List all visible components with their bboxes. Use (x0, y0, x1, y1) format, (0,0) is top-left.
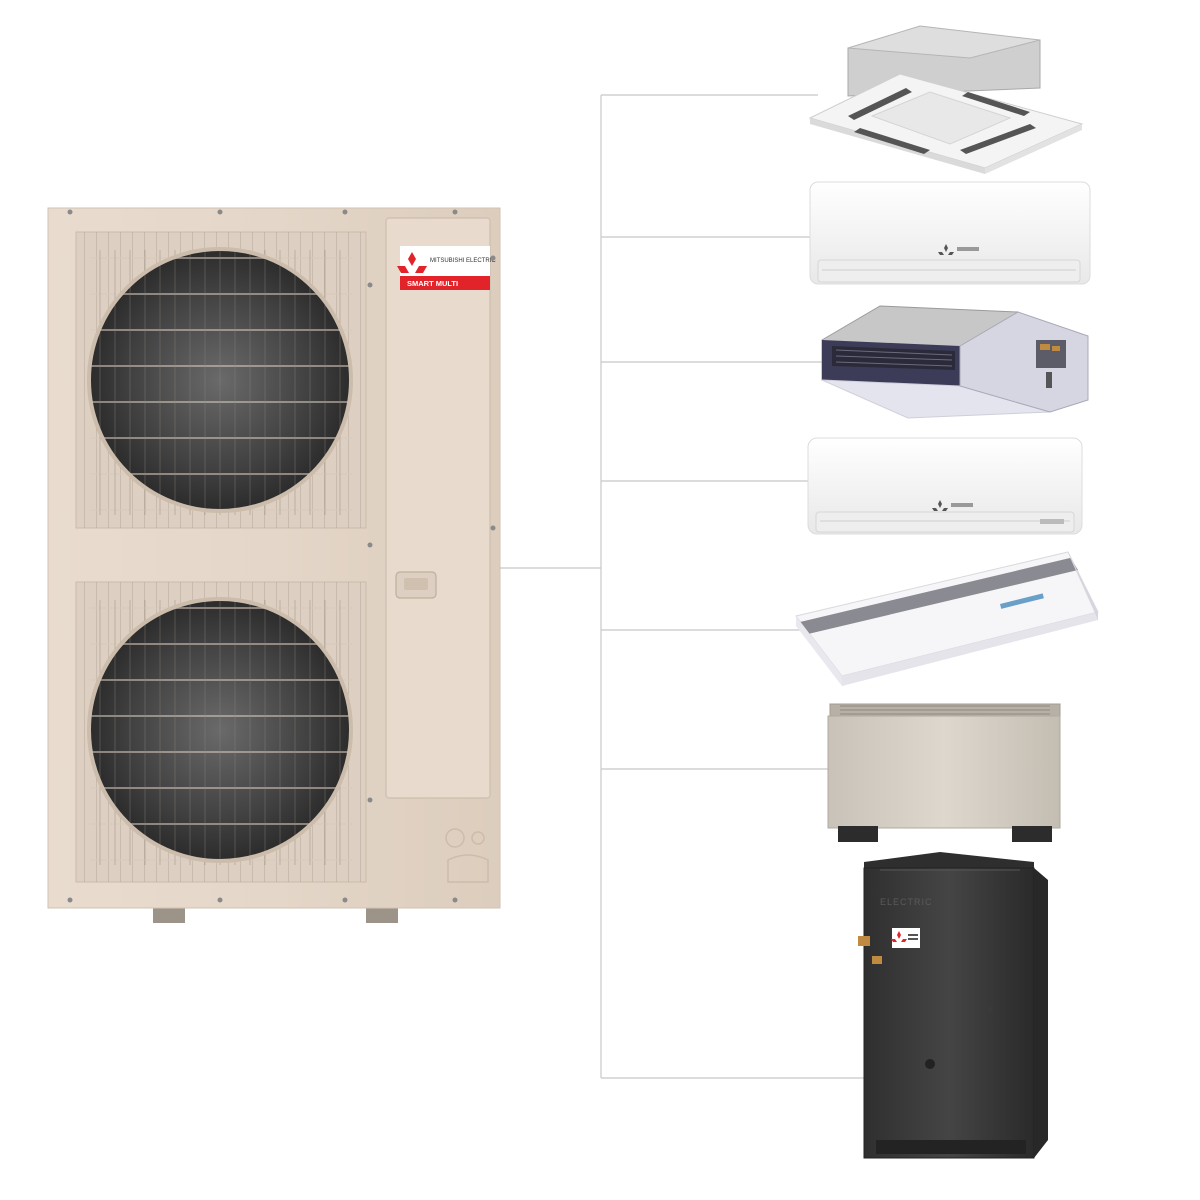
indoor-unit-wall-mounted-2 (807, 437, 1083, 535)
mitsubishi-logo-icon (932, 500, 948, 511)
air-handler-embossed-label: ELECTRIC (880, 897, 933, 907)
outdoor-unit-foot-left (153, 905, 185, 923)
indoor-unit-wall-mounted-1 (809, 181, 1091, 285)
refrigerant-piping-lines (500, 94, 864, 1079)
brand-logo-text: MITSUBISHI ELECTRIC (430, 258, 496, 264)
indoor-unit-ceiling-cassette (808, 25, 1084, 174)
mitsubishi-logo-icon (891, 931, 907, 942)
pipe-port (471, 831, 485, 845)
indoor-unit-floor-standing (827, 703, 1061, 842)
mitsubishi-logo-icon (397, 252, 427, 273)
indoor-unit-air-handler: ELECTRIC (858, 852, 1048, 1159)
outdoor-unit-foot-right (366, 905, 398, 923)
refrigerant-fitting (872, 956, 882, 964)
brand-badge: MITSUBISHI ELECTRIC SMART MULTI (397, 246, 496, 290)
outdoor-unit-service-panel (385, 217, 491, 799)
smart-multi-badge: SMART MULTI (407, 279, 458, 288)
mitsubishi-logo-icon (938, 244, 954, 255)
cabinet-screws (67, 209, 496, 903)
pipe-port (445, 828, 465, 848)
refrigerant-fitting (858, 936, 870, 946)
indoor-unit-ceiling-suspended (795, 551, 1099, 686)
outdoor-unit: MITSUBISHI ELECTRIC SMART MULTI (47, 207, 501, 923)
upper-fan-grille (75, 231, 367, 529)
indoor-unit-ducted (821, 305, 1089, 419)
lower-fan-grille (75, 581, 367, 883)
